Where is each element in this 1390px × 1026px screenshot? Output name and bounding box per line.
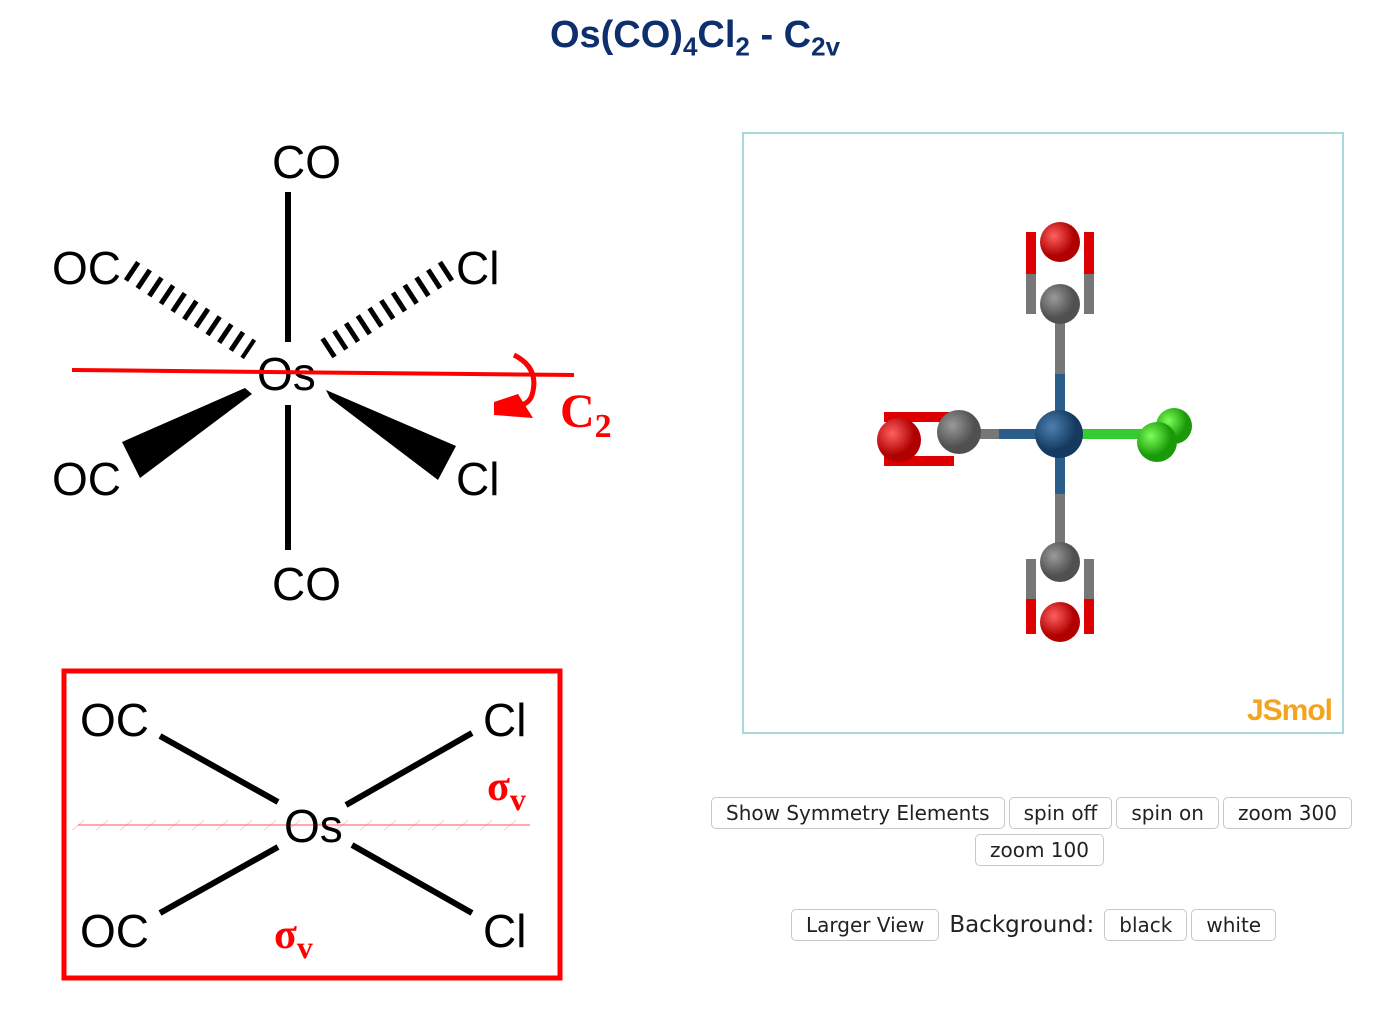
background-label: Background: [949,912,1095,938]
structure-diagrams: CO CO OC Cl OC Cl Os C2 OC Cl OC Cl Os σ… [52,136,612,981]
jsmol-viewer[interactable]: JSmol [742,132,1344,734]
diagram-3d: CO CO OC Cl OC Cl Os C2 [52,136,612,610]
molecule-3d-model[interactable] [744,134,1342,732]
background-white-button[interactable]: white [1191,909,1277,941]
c2-label: C2 [560,385,612,445]
bond-ul [158,733,280,805]
label-lower-left: OC [52,453,121,505]
mirror-plane-box [61,668,563,981]
diagram-plane: OC Cl OC Cl Os σv σv [61,668,563,981]
plane-label-ur: Cl [483,694,526,746]
osmium-atom [1035,410,1083,458]
zoom-100-button[interactable]: zoom 100 [975,834,1104,866]
spin-off-button[interactable]: spin off [1008,797,1113,829]
show-symmetry-elements-button[interactable]: Show Symmetry Elements [711,797,1005,829]
bond-ur [344,730,474,808]
spin-on-button[interactable]: spin on [1116,797,1219,829]
label-bottom-co: CO [272,558,341,610]
sigma-v-label-bottom: σv [274,912,313,965]
label-upper-left: OC [52,242,121,294]
zoom-300-button[interactable]: zoom 300 [1222,797,1352,829]
label-top-co: CO [272,136,341,188]
c2-axis [71,368,575,377]
wedge-bond-right [326,390,456,480]
background-black-button[interactable]: black [1104,909,1188,941]
sigma-v-label-right: σv [487,764,526,817]
plane-label-ll: OC [80,905,149,957]
hashed-bond-right [315,260,455,362]
jsmol-logo: JSmol [1246,694,1333,727]
bond-ll [158,844,280,916]
bond-lr [350,842,474,916]
label-upper-right: Cl [456,242,499,294]
label-lower-right: Cl [456,453,499,505]
hashed-bond-left [123,260,257,360]
plane-label-os: Os [284,800,343,852]
wedge-bond-left [122,388,252,478]
plane-label-ul: OC [80,694,149,746]
rotation-arrowhead-icon [494,394,533,418]
larger-view-button[interactable]: Larger View [791,909,940,941]
plane-label-lr: Cl [483,905,526,957]
page-title: Os(CO)4Cl2 - C2v [549,14,841,62]
